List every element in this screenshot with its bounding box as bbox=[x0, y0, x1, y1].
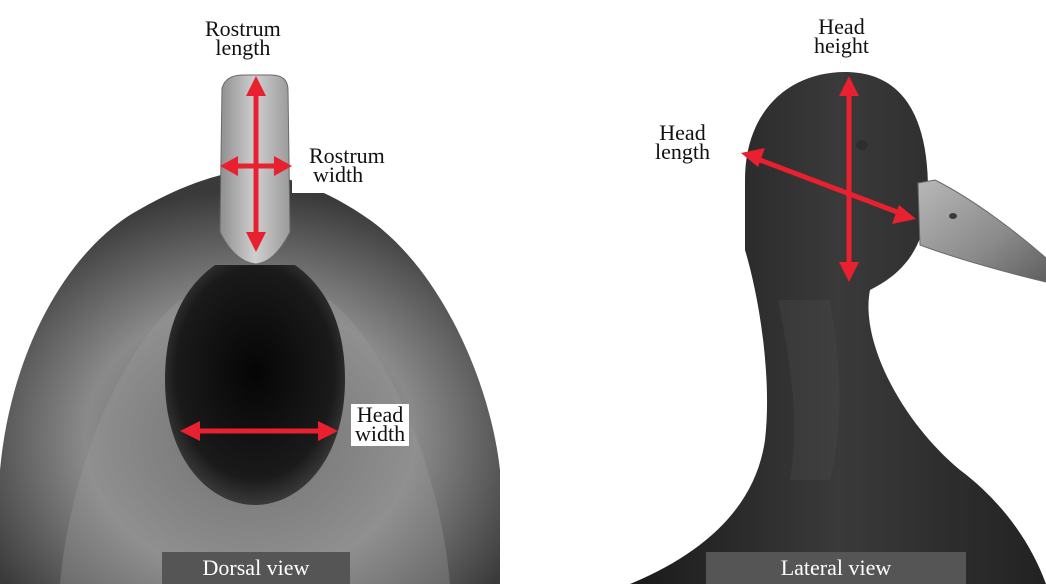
lateral-view-caption: Lateral view bbox=[706, 552, 966, 584]
dorsal-view-illustration bbox=[0, 75, 500, 584]
head-height-label: Head height bbox=[814, 17, 869, 55]
head-length-label: Head length bbox=[655, 123, 710, 161]
rostrum-length-label: Rostrum length bbox=[205, 19, 281, 57]
rostrum-width-label: Rostrum width bbox=[309, 146, 385, 184]
dorsal-view-caption: Dorsal view bbox=[162, 552, 350, 584]
head-width-label: Head width bbox=[351, 404, 409, 446]
